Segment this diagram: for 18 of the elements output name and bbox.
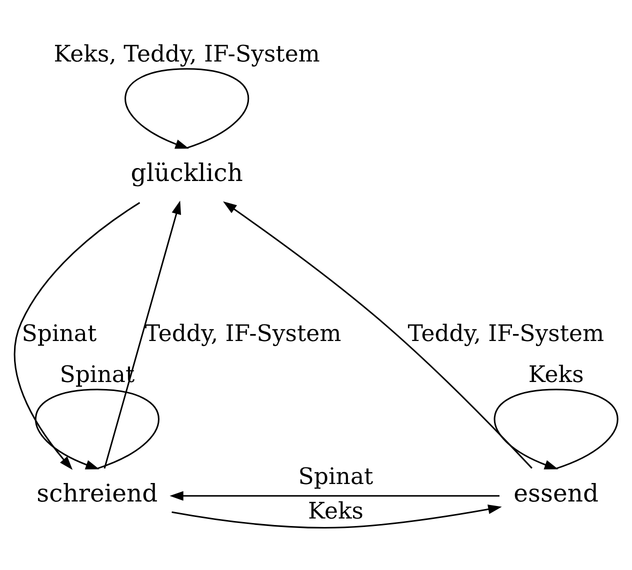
arrow <box>124 68 250 148</box>
edge-label: Spinat <box>298 463 374 490</box>
arrow <box>223 200 532 468</box>
arrow <box>104 200 182 468</box>
arrow <box>494 388 618 469</box>
node-text: essend <box>514 478 599 508</box>
arrow <box>170 490 500 500</box>
edge-label: Teddy, IF-System <box>144 320 342 346</box>
arrow <box>14 202 140 470</box>
node-text: schreiend <box>36 478 158 508</box>
edge-label: Keks, Teddy, IF-System <box>54 40 320 67</box>
node-text: glücklich <box>130 158 243 187</box>
edge-label: Teddy, IF-System <box>408 320 604 346</box>
edge-label: Keks <box>528 361 584 388</box>
edge-label: Spinat <box>22 320 97 346</box>
arrow <box>172 504 502 528</box>
arrow <box>35 388 160 469</box>
edge-label: Keks <box>308 498 364 524</box>
